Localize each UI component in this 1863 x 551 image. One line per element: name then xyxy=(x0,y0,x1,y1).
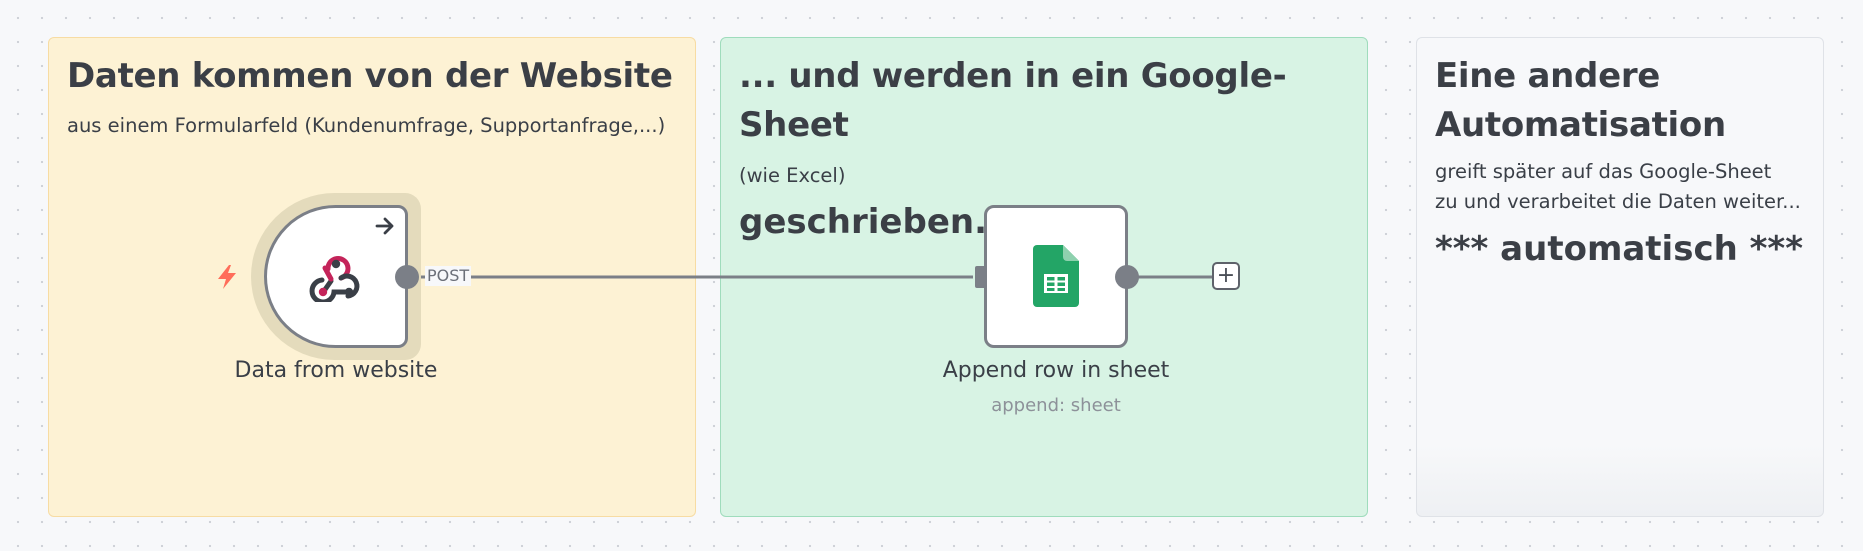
note-text-line-1: greift später auf das Google-Sheet xyxy=(1435,159,1772,183)
note-title: Daten kommen von der Website xyxy=(67,56,673,96)
output-label: POST xyxy=(425,266,472,286)
lightning-bolt-icon xyxy=(218,265,236,289)
note-text: aus einem Formularfeld (Kundenumfrage, S… xyxy=(67,114,666,138)
note-title-line-2: Automatisation xyxy=(1435,105,1726,146)
sticky-note-google-sheet[interactable]: ... und werden in ein Google-Sheet (wie … xyxy=(720,37,1368,517)
add-node-button[interactable]: + xyxy=(1212,262,1240,290)
note-title: ... und werden in ein Google-Sheet xyxy=(739,56,1287,146)
plus-icon: + xyxy=(1216,263,1236,288)
sheet-node-subtitle: append: sheet xyxy=(991,395,1121,416)
sheet-output-port[interactable] xyxy=(1115,265,1139,289)
webhook-icon xyxy=(309,255,360,302)
google-sheets-icon xyxy=(1033,245,1079,307)
note-text: (wie Excel) xyxy=(739,163,846,187)
note-emphasis: *** automatisch *** xyxy=(1435,229,1803,270)
note-text: greift später auf das Google-Sheet zu un… xyxy=(1435,157,1805,217)
webhook-node-label: Data from website xyxy=(234,358,438,383)
sticky-note-other-automation[interactable]: Eine andere Automatisation greift später… xyxy=(1416,37,1824,517)
note-emphasis: geschrieben. xyxy=(739,201,987,242)
sheet-node-label: Append row in sheet xyxy=(942,358,1170,383)
sheet-input-port[interactable] xyxy=(975,266,986,288)
webhook-output-port[interactable] xyxy=(395,265,419,289)
note-text-line-2: zu und verarbeitet die Daten weiter... xyxy=(1435,189,1801,213)
note-title-line-1: Eine andere xyxy=(1435,56,1661,96)
arrow-right-icon xyxy=(375,217,394,235)
